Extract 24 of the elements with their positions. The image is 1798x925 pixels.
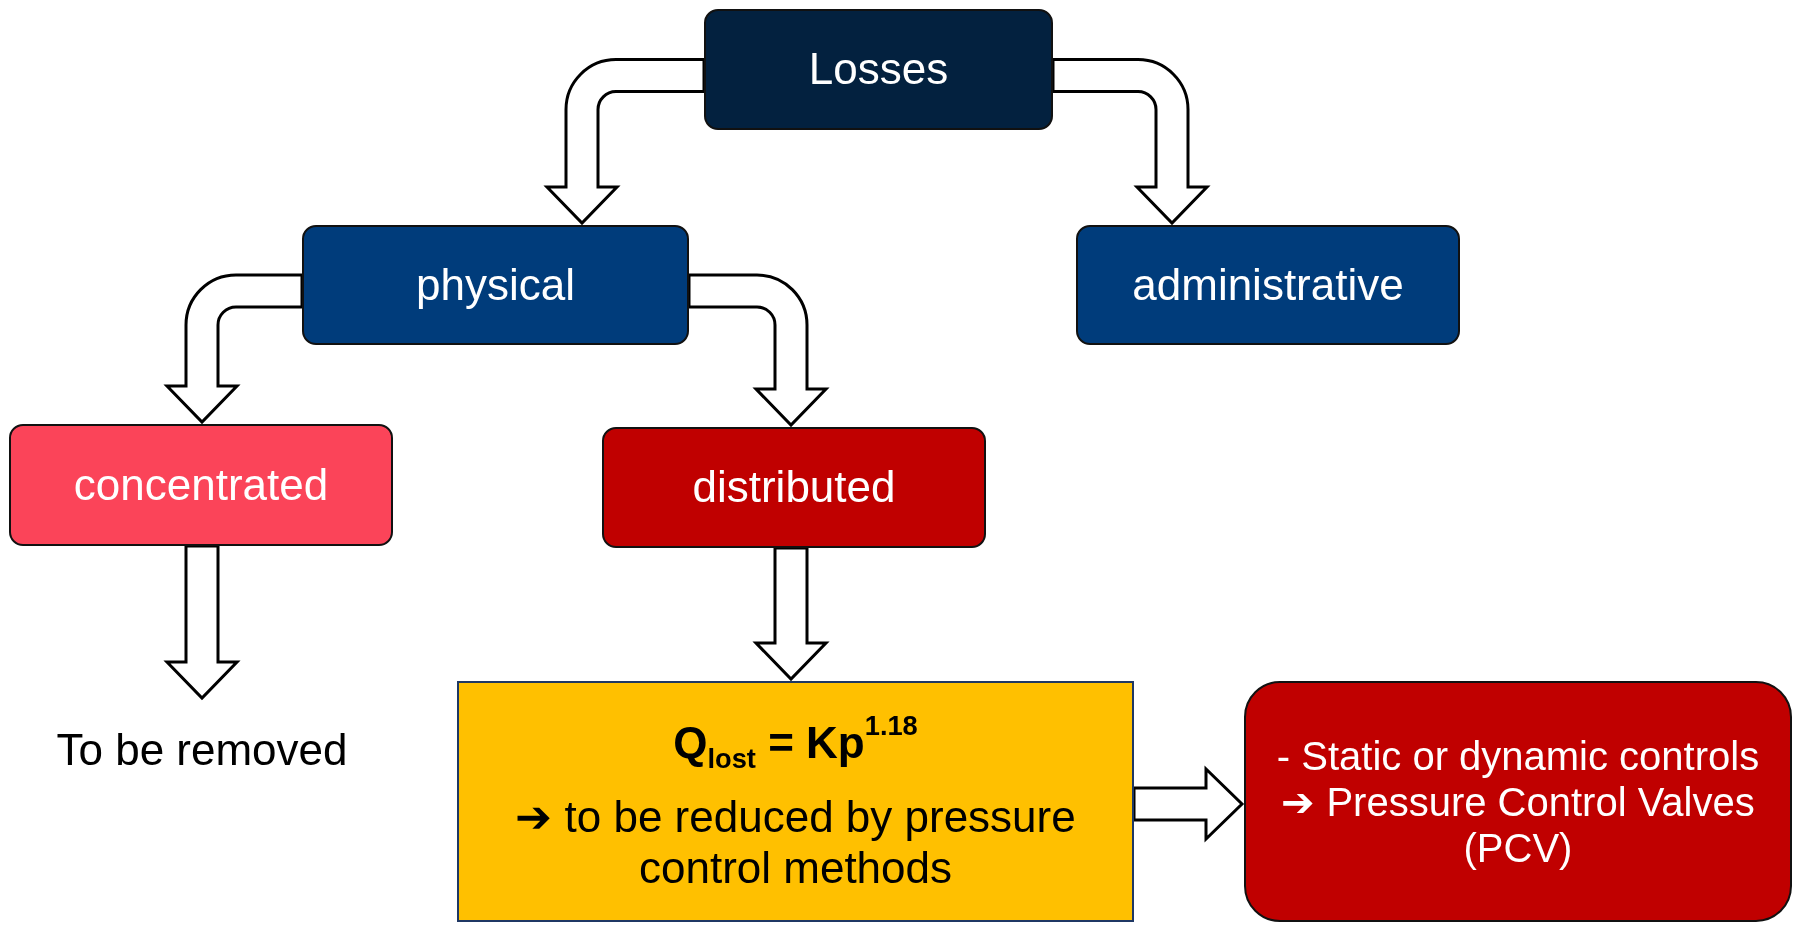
box-label: - Static or dynamic controls — [1276, 732, 1760, 779]
outcome-text: To be removed — [56, 724, 348, 776]
category-box — [302, 225, 689, 345]
block-arrow — [163, 544, 241, 701]
category-box — [9, 424, 393, 546]
block-arrow — [752, 546, 830, 682]
block-arrow — [165, 273, 304, 424]
box-label: Losses — [808, 44, 949, 95]
box-label: administrative — [1132, 259, 1404, 311]
formula-text: Q$_{lost}$ = Kp$^{1.18}$ — [673, 709, 918, 774]
block-arrow — [545, 58, 706, 225]
block-arrow — [1132, 765, 1245, 843]
box-label: physical — [416, 259, 575, 311]
box-label: ➔ Pressure Control Valves (PCV) — [1280, 778, 1756, 871]
category-box — [704, 9, 1053, 130]
block-arrow — [687, 273, 828, 427]
box-label: distributed — [692, 462, 896, 513]
method-box — [1244, 681, 1792, 922]
box-label: ➔ to be reduced by pressure control methods — [514, 791, 1077, 894]
block-arrow — [1051, 58, 1209, 225]
category-box — [602, 427, 986, 548]
box-label: concentrated — [73, 459, 329, 511]
category-box — [1076, 225, 1460, 345]
formula-box — [457, 681, 1134, 922]
